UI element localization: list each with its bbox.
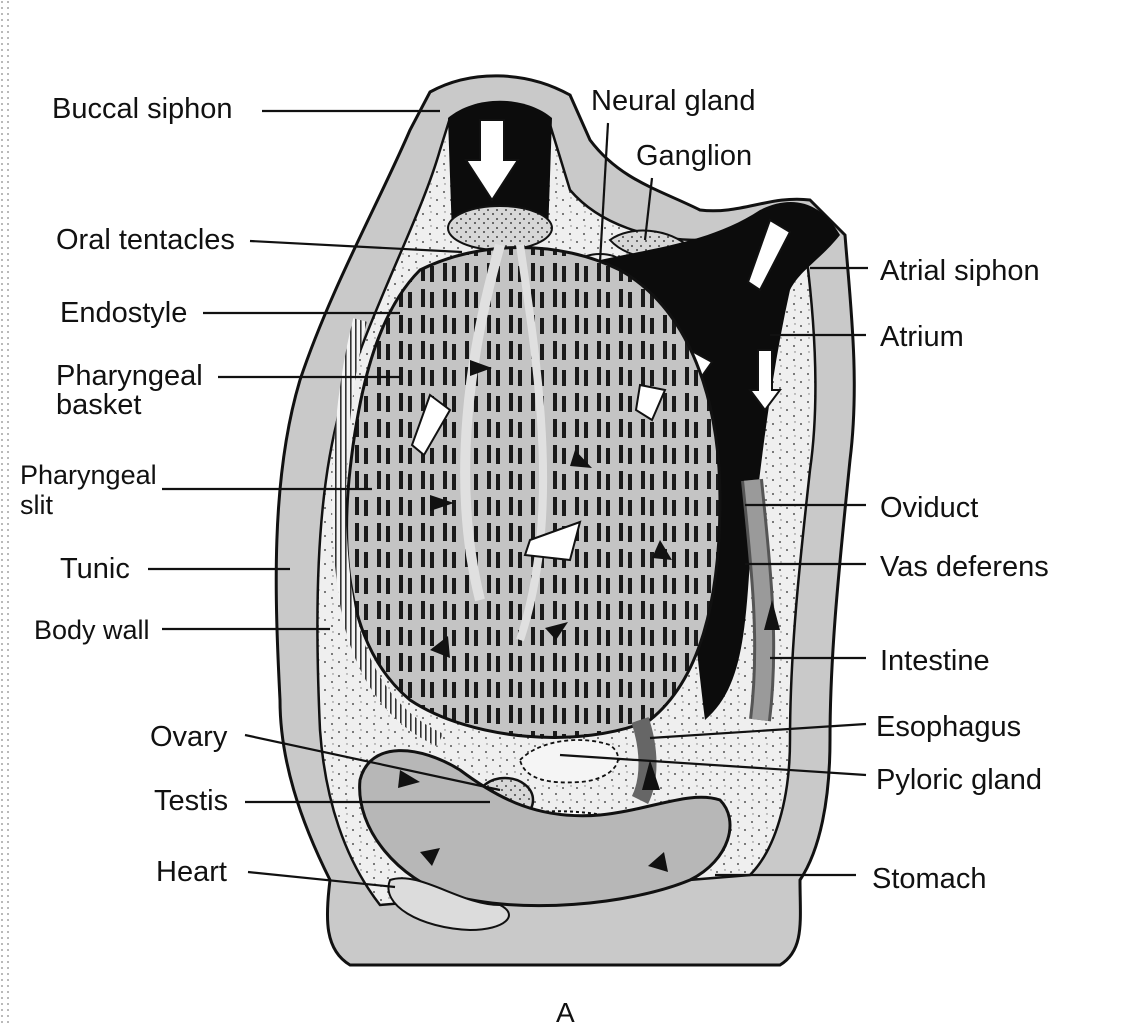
label-pharyngeal-slit-line1: Pharyngeal bbox=[20, 460, 157, 490]
leader-ovary bbox=[244, 733, 501, 792]
leader-heart bbox=[247, 870, 396, 889]
label-ovary: Ovary bbox=[150, 721, 228, 753]
label-pharyngeal-slit-line2: slit bbox=[20, 490, 53, 520]
labels-right: Atrial siphon Atrium Oviduct Vas deferen… bbox=[872, 255, 1049, 895]
labels-top: Neural gland Ganglion bbox=[591, 85, 755, 172]
intestine-tube bbox=[741, 478, 780, 722]
label-neural-gland: Neural gland bbox=[591, 85, 755, 117]
label-stomach: Stomach bbox=[872, 863, 986, 895]
label-atrium: Atrium bbox=[880, 321, 964, 353]
leader-pyloric-gland bbox=[559, 753, 867, 777]
labels-left: Buccal siphon Oral tentacles Endostyle P… bbox=[20, 93, 235, 888]
label-oviduct: Oviduct bbox=[880, 492, 978, 524]
leader-ganglion bbox=[643, 177, 654, 241]
label-vas-deferens: Vas deferens bbox=[880, 551, 1049, 583]
label-pharyngeal-basket-line1: Pharyngeal bbox=[56, 360, 203, 392]
buccal-siphon-opening bbox=[447, 100, 553, 251]
label-pyloric-gland: Pyloric gland bbox=[876, 764, 1042, 796]
leader-oral-tentacles bbox=[249, 239, 463, 254]
pharyngeal-basket-shape bbox=[332, 243, 722, 747]
leader-lines bbox=[148, 109, 868, 889]
label-ganglion: Ganglion bbox=[636, 140, 752, 172]
label-testis: Testis bbox=[154, 785, 228, 817]
label-heart: Heart bbox=[156, 856, 227, 888]
label-buccal-siphon: Buccal siphon bbox=[52, 93, 233, 125]
leader-neural-gland bbox=[598, 122, 610, 263]
leader-esophagus bbox=[649, 722, 867, 740]
esophagus-shape bbox=[631, 717, 660, 805]
label-intestine: Intestine bbox=[880, 645, 990, 677]
label-tunic: Tunic bbox=[60, 553, 130, 585]
scan-edge bbox=[0, 0, 10, 1026]
label-pharyngeal-basket-line2: basket bbox=[56, 389, 141, 421]
heart-shape bbox=[387, 877, 510, 932]
figure-caption: A bbox=[556, 997, 575, 1026]
label-body-wall: Body wall bbox=[34, 615, 150, 645]
label-oral-tentacles: Oral tentacles bbox=[56, 224, 235, 256]
pyloric-gland-shape bbox=[519, 739, 619, 784]
label-atrial-siphon: Atrial siphon bbox=[880, 255, 1040, 287]
label-esophagus: Esophagus bbox=[876, 711, 1021, 743]
label-endostyle: Endostyle bbox=[60, 297, 187, 329]
